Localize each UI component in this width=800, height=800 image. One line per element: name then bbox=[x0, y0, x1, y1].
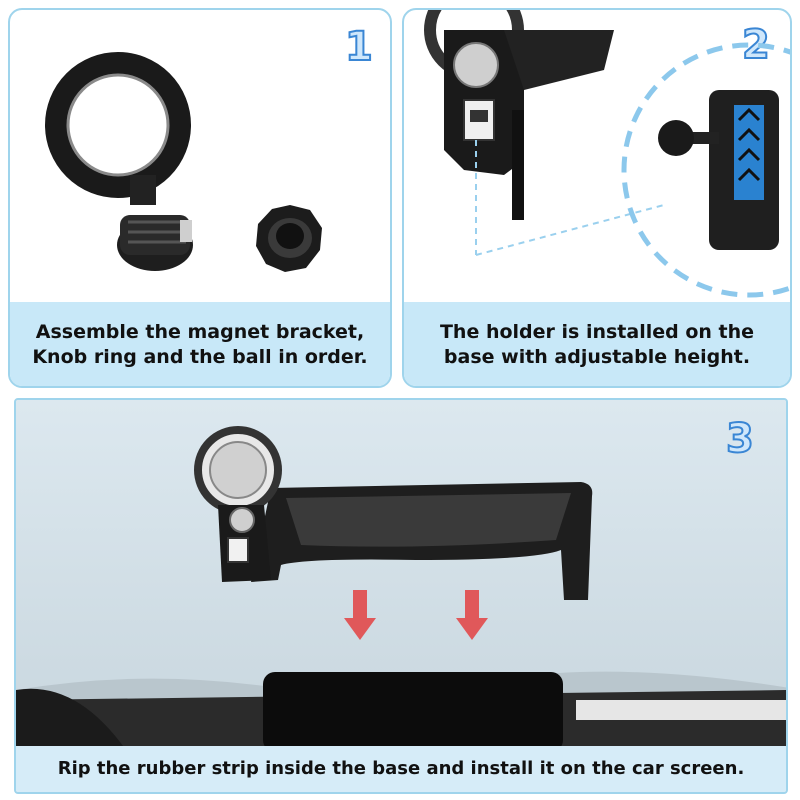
screen-install-illustration bbox=[16, 400, 786, 750]
caption-line: base with adjustable height. bbox=[443, 346, 751, 368]
down-arrow-icon bbox=[344, 590, 376, 640]
holder-install-illustration bbox=[424, 10, 790, 298]
step-1-number: 1 bbox=[344, 23, 374, 71]
step-3-number: 3 bbox=[725, 415, 755, 463]
caption-line: The holder is installed on the bbox=[439, 321, 755, 343]
down-arrow-icon bbox=[456, 590, 488, 640]
magnet-ring-icon bbox=[45, 52, 191, 198]
magnet-bracket-illustration bbox=[45, 52, 322, 272]
ball-joint-icon bbox=[658, 90, 779, 250]
caption-line: Knob ring and the ball in order. bbox=[32, 346, 368, 368]
ball-joint-icon bbox=[117, 215, 193, 271]
car-screen bbox=[263, 672, 563, 750]
step-3-panel: 3 Rip the rubber strip inside the base a… bbox=[14, 398, 788, 794]
step-2-panel: 2 The holder is installed on the base bbox=[402, 8, 792, 388]
knob-ring-icon bbox=[256, 205, 322, 272]
step-1-panel: 1 Assemble the magnet bracket, Knob ring… bbox=[8, 8, 392, 388]
step-2-caption: The holder is installed on the base with… bbox=[404, 302, 790, 386]
step-1-caption: Assemble the magnet bracket, Knob ring a… bbox=[10, 302, 390, 386]
screen-base-icon bbox=[251, 482, 593, 600]
caption-line: Assemble the magnet bracket, bbox=[35, 321, 365, 343]
step-3-caption: Rip the rubber strip inside the base and… bbox=[16, 746, 786, 792]
